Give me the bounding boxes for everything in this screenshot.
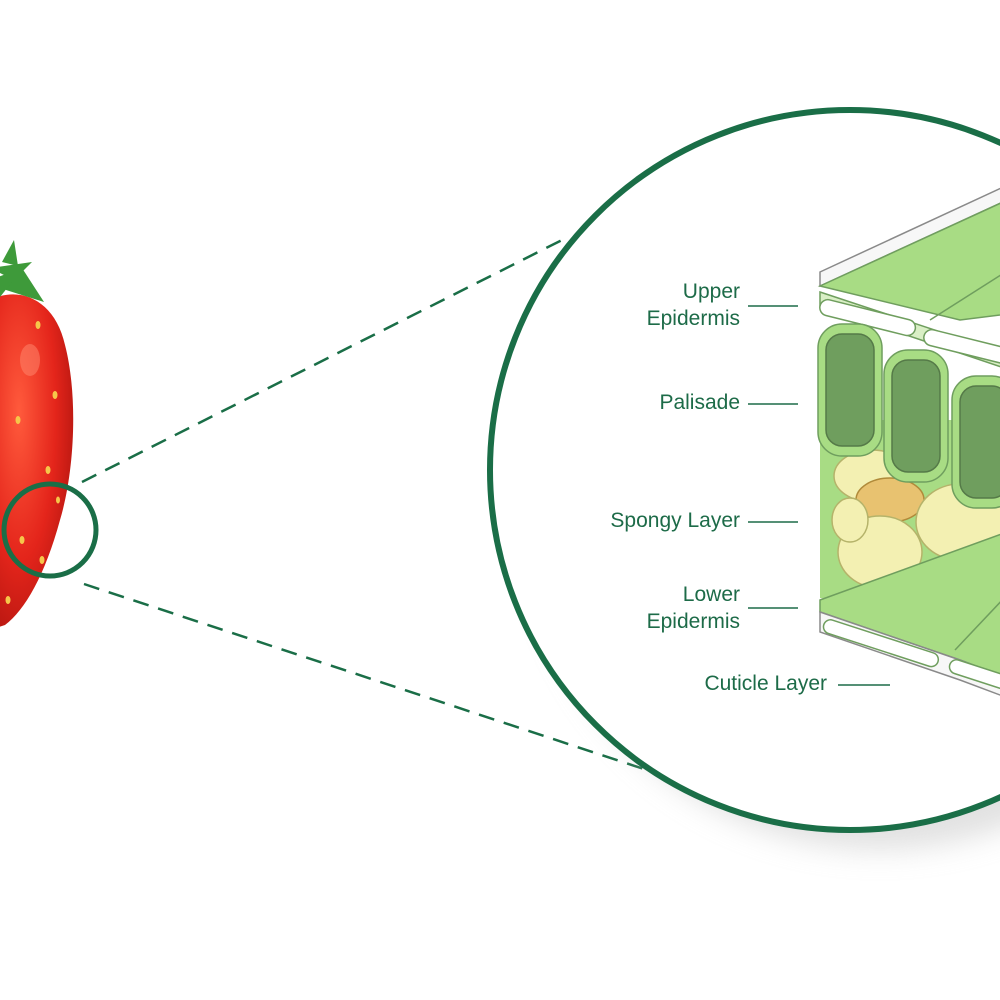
connector-top-line bbox=[81, 236, 567, 484]
label-cuticle-layer: Cuticle Layer bbox=[704, 672, 827, 695]
magnified-view-ring bbox=[487, 107, 1000, 833]
label-upper-epidermis: Upper Epidermis bbox=[646, 280, 740, 330]
label-palisade: Palisade bbox=[659, 391, 740, 414]
leaf-cross-section bbox=[817, 168, 1000, 712]
label-lower-epidermis: Lower Epidermis bbox=[646, 583, 740, 633]
label-spongy-layer: Spongy Layer bbox=[610, 509, 740, 532]
leader-lines bbox=[748, 305, 890, 686]
connector-bottom-line bbox=[83, 582, 663, 777]
strawberry-icon bbox=[0, 240, 74, 627]
magnifier-small-circle bbox=[1, 481, 99, 579]
